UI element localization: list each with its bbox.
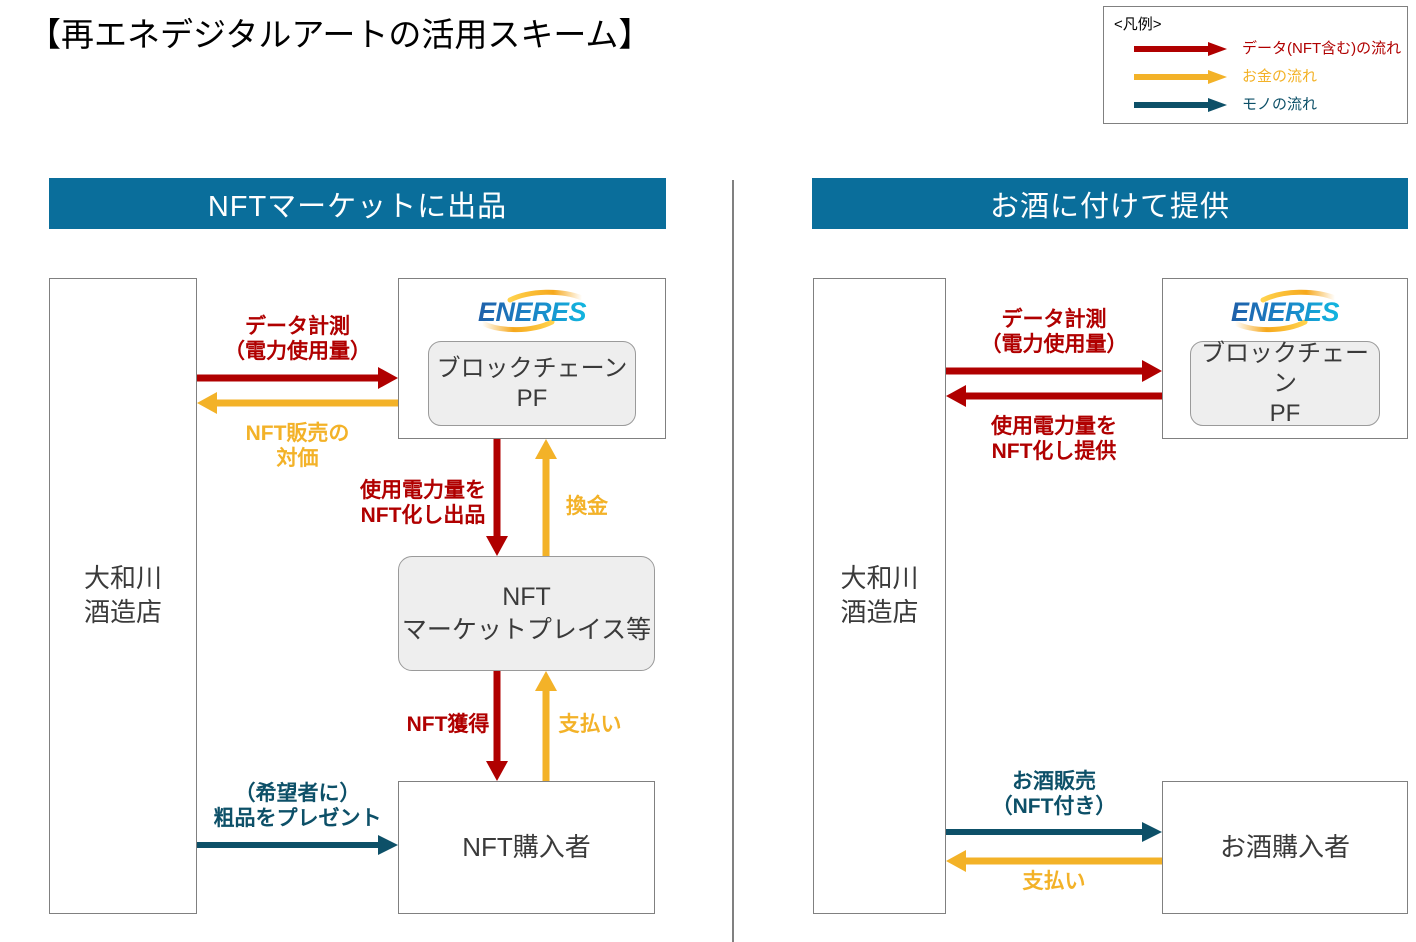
- node-brewery-left: 大和川 酒造店: [49, 278, 197, 914]
- node-blockchain-pf-right: ブロックチェーン PF: [1189, 339, 1381, 427]
- svg-text:ENERES: ENERES: [1231, 297, 1340, 327]
- bcpf-line1: ブロックチェーン: [436, 354, 628, 382]
- panel-header-right: お酒に付けて提供: [812, 178, 1408, 229]
- arrow-right-payment: [946, 850, 1162, 872]
- brewery-right-line1: 大和川: [840, 563, 919, 594]
- page-title: 【再エネデジタルアートの活用スキーム】: [28, 16, 652, 53]
- node-nft-marketplace: NFT マーケットプレイス等: [398, 556, 655, 671]
- panel-divider: [732, 180, 734, 942]
- label-payment-right: 支払い: [1022, 870, 1086, 893]
- arrow-left-cashout: [535, 439, 557, 556]
- bcpf-right-line2: PF: [1269, 399, 1301, 427]
- arrow-right-nftize-provide: [946, 385, 1162, 407]
- eneres-logo-icon: ENERES: [1231, 289, 1340, 333]
- label-nft-proceeds-left: NFT販売の 対価: [245, 422, 350, 470]
- label-nftize-list-left: 使用電力量を NFT化し出品: [360, 479, 486, 527]
- node-sake-buyer: お酒購入者: [1162, 781, 1408, 914]
- node-nft-buyer: NFT購入者: [398, 781, 655, 914]
- legend-label-money-flow: お金の流れ: [1242, 68, 1318, 85]
- panel-header-left: NFTマーケットに出品: [49, 178, 666, 229]
- label-payment-left: 支払い: [558, 713, 622, 736]
- marketplace-line1: NFT: [502, 583, 551, 611]
- node-brewery-right: 大和川 酒造店: [813, 278, 946, 914]
- arrow-right-icon: [1134, 70, 1227, 84]
- legend-box: <凡例> データ(NFT含む)の流れ お金の流れ モノの流れ: [1103, 6, 1408, 124]
- label-data-measure-right: データ計測 （電力使用量）: [980, 308, 1128, 356]
- svg-text:ENERES: ENERES: [478, 297, 587, 327]
- arrow-left-gift: [197, 835, 398, 855]
- marketplace-line2: マーケットプレイス等: [401, 615, 652, 644]
- legend-title: <凡例>: [1114, 16, 1162, 33]
- arrow-right-data-measure: [946, 360, 1162, 382]
- node-blockchain-pf-left: ブロックチェーン PF: [428, 341, 636, 426]
- label-data-measure-left: データ計測 （電力使用量）: [224, 315, 371, 363]
- bcpf-right-line1: ブロックチェーン: [1201, 339, 1369, 397]
- legend-label-goods-flow: モノの流れ: [1242, 96, 1318, 113]
- label-nftize-provide-right: 使用電力量を NFT化し提供: [991, 415, 1117, 463]
- arrow-right-sake-sale: [946, 822, 1162, 842]
- node-eneres-left: ENERES ブロックチェーン PF: [398, 278, 666, 439]
- label-get-nft-left: NFT獲得: [406, 713, 490, 736]
- node-eneres-right: ENERES ブロックチェーン PF: [1162, 278, 1408, 439]
- arrow-left-data-measure: [197, 367, 398, 389]
- brewery-line1: 大和川: [83, 563, 162, 594]
- arrow-left-nft-proceeds: [197, 392, 398, 414]
- legend-label-data-flow: データ(NFT含む)の流れ: [1242, 40, 1402, 57]
- eneres-logo: ENERES: [1163, 289, 1407, 333]
- label-sake-sale-right: お酒販売 （NFT付き）: [991, 770, 1117, 818]
- arrow-right-icon: [1134, 98, 1227, 112]
- eneres-logo-icon: ENERES: [478, 289, 587, 333]
- bcpf-line2: PF: [516, 384, 548, 412]
- label-cashout-left: 換金: [566, 495, 608, 518]
- brewery-line2: 酒造店: [83, 597, 162, 627]
- label-gift-left: （希望者に） 粗品をプレゼント: [213, 782, 382, 830]
- arrow-right-icon: [1134, 42, 1227, 56]
- brewery-right-line2: 酒造店: [840, 597, 919, 627]
- eneres-logo: ENERES: [399, 289, 665, 333]
